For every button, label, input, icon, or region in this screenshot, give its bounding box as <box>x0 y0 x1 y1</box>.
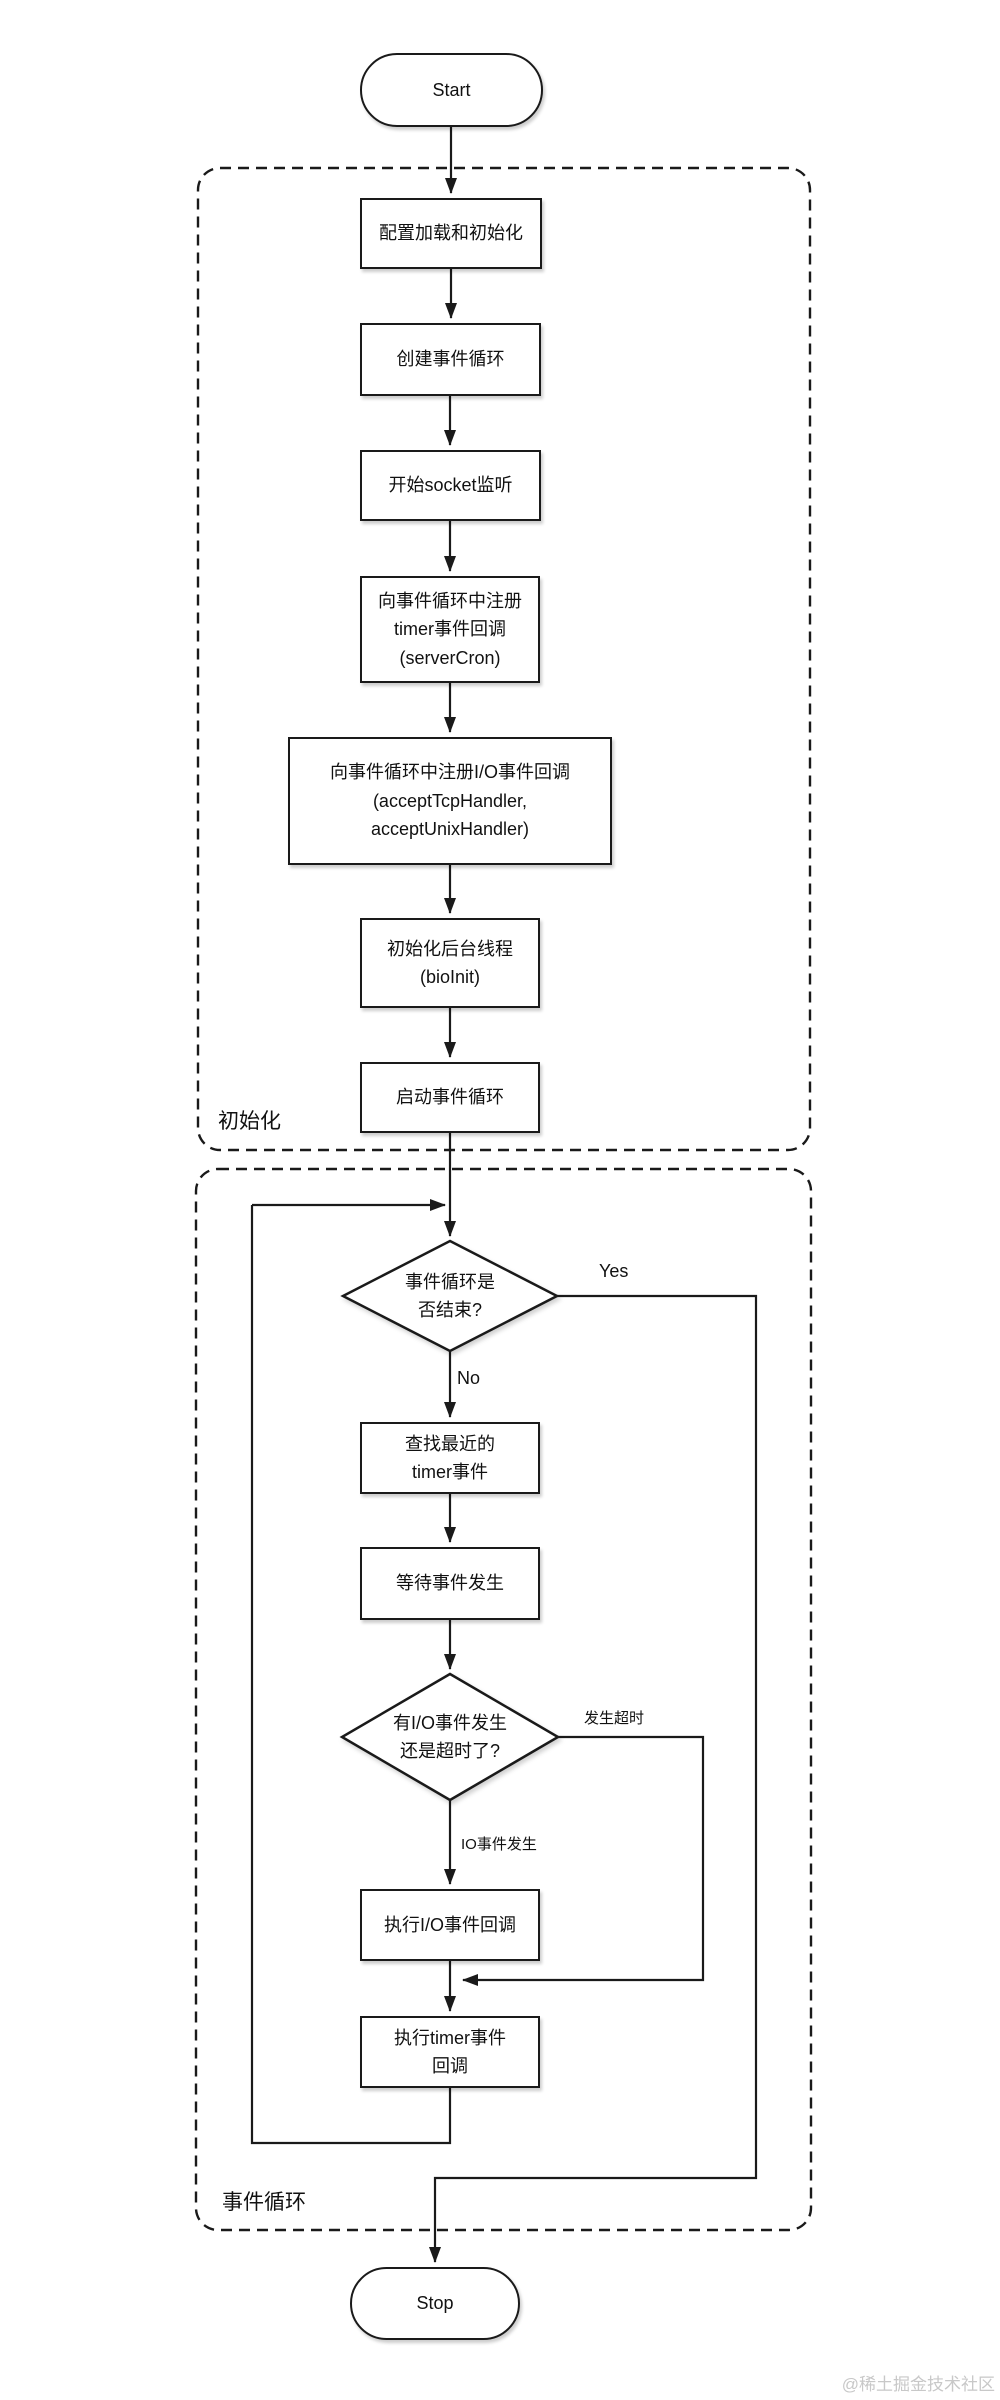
edge-label-timeout: 发生超时 <box>582 1707 647 1728</box>
group-label-event-loop: 事件循环 <box>222 2191 306 2214</box>
edge-loopback-return <box>250 1205 452 2145</box>
node-find-nearest-timer: 查找最近的 timer事件 <box>360 1422 540 1494</box>
node-register-io-callback: 向事件循环中注册I/O事件回调 (acceptTcpHandler, accep… <box>288 737 612 865</box>
node-start-event-loop: 启动事件循环 <box>360 1062 540 1133</box>
start-terminal: Start <box>360 53 543 127</box>
stop-terminal: Stop <box>350 2267 520 2340</box>
edge-label-no: No <box>455 1368 483 1389</box>
node-bio-init: 初始化后台线程 (bioInit) <box>360 918 540 1008</box>
node-socket-listen: 开始socket监听 <box>360 450 541 521</box>
init-group-border <box>196 166 812 1152</box>
node-create-event-loop: 创建事件循环 <box>360 323 541 396</box>
edge-timeout-branch <box>462 1735 705 1986</box>
edge-label-yes: Yes <box>597 1261 631 1282</box>
edge-yes-branch <box>429 1294 758 2263</box>
node-wait-events: 等待事件发生 <box>360 1547 540 1620</box>
node-config-load: 配置加载和初始化 <box>360 198 542 269</box>
decision-loop-end-shape <box>340 1239 560 1353</box>
edge-label-io-event: IO事件发生 <box>459 1833 539 1854</box>
node-exec-io-callback: 执行I/O事件回调 <box>360 1889 540 1961</box>
group-label-initialization: 初始化 <box>218 1110 281 1133</box>
watermark-text: @稀土掘金技术社区 <box>841 2375 995 2394</box>
decision-io-timeout-shape <box>339 1672 561 1802</box>
node-exec-timer-callback: 执行timer事件 回调 <box>360 2016 540 2088</box>
node-register-timer-callback: 向事件循环中注册 timer事件回调 (serverCron) <box>360 576 540 683</box>
